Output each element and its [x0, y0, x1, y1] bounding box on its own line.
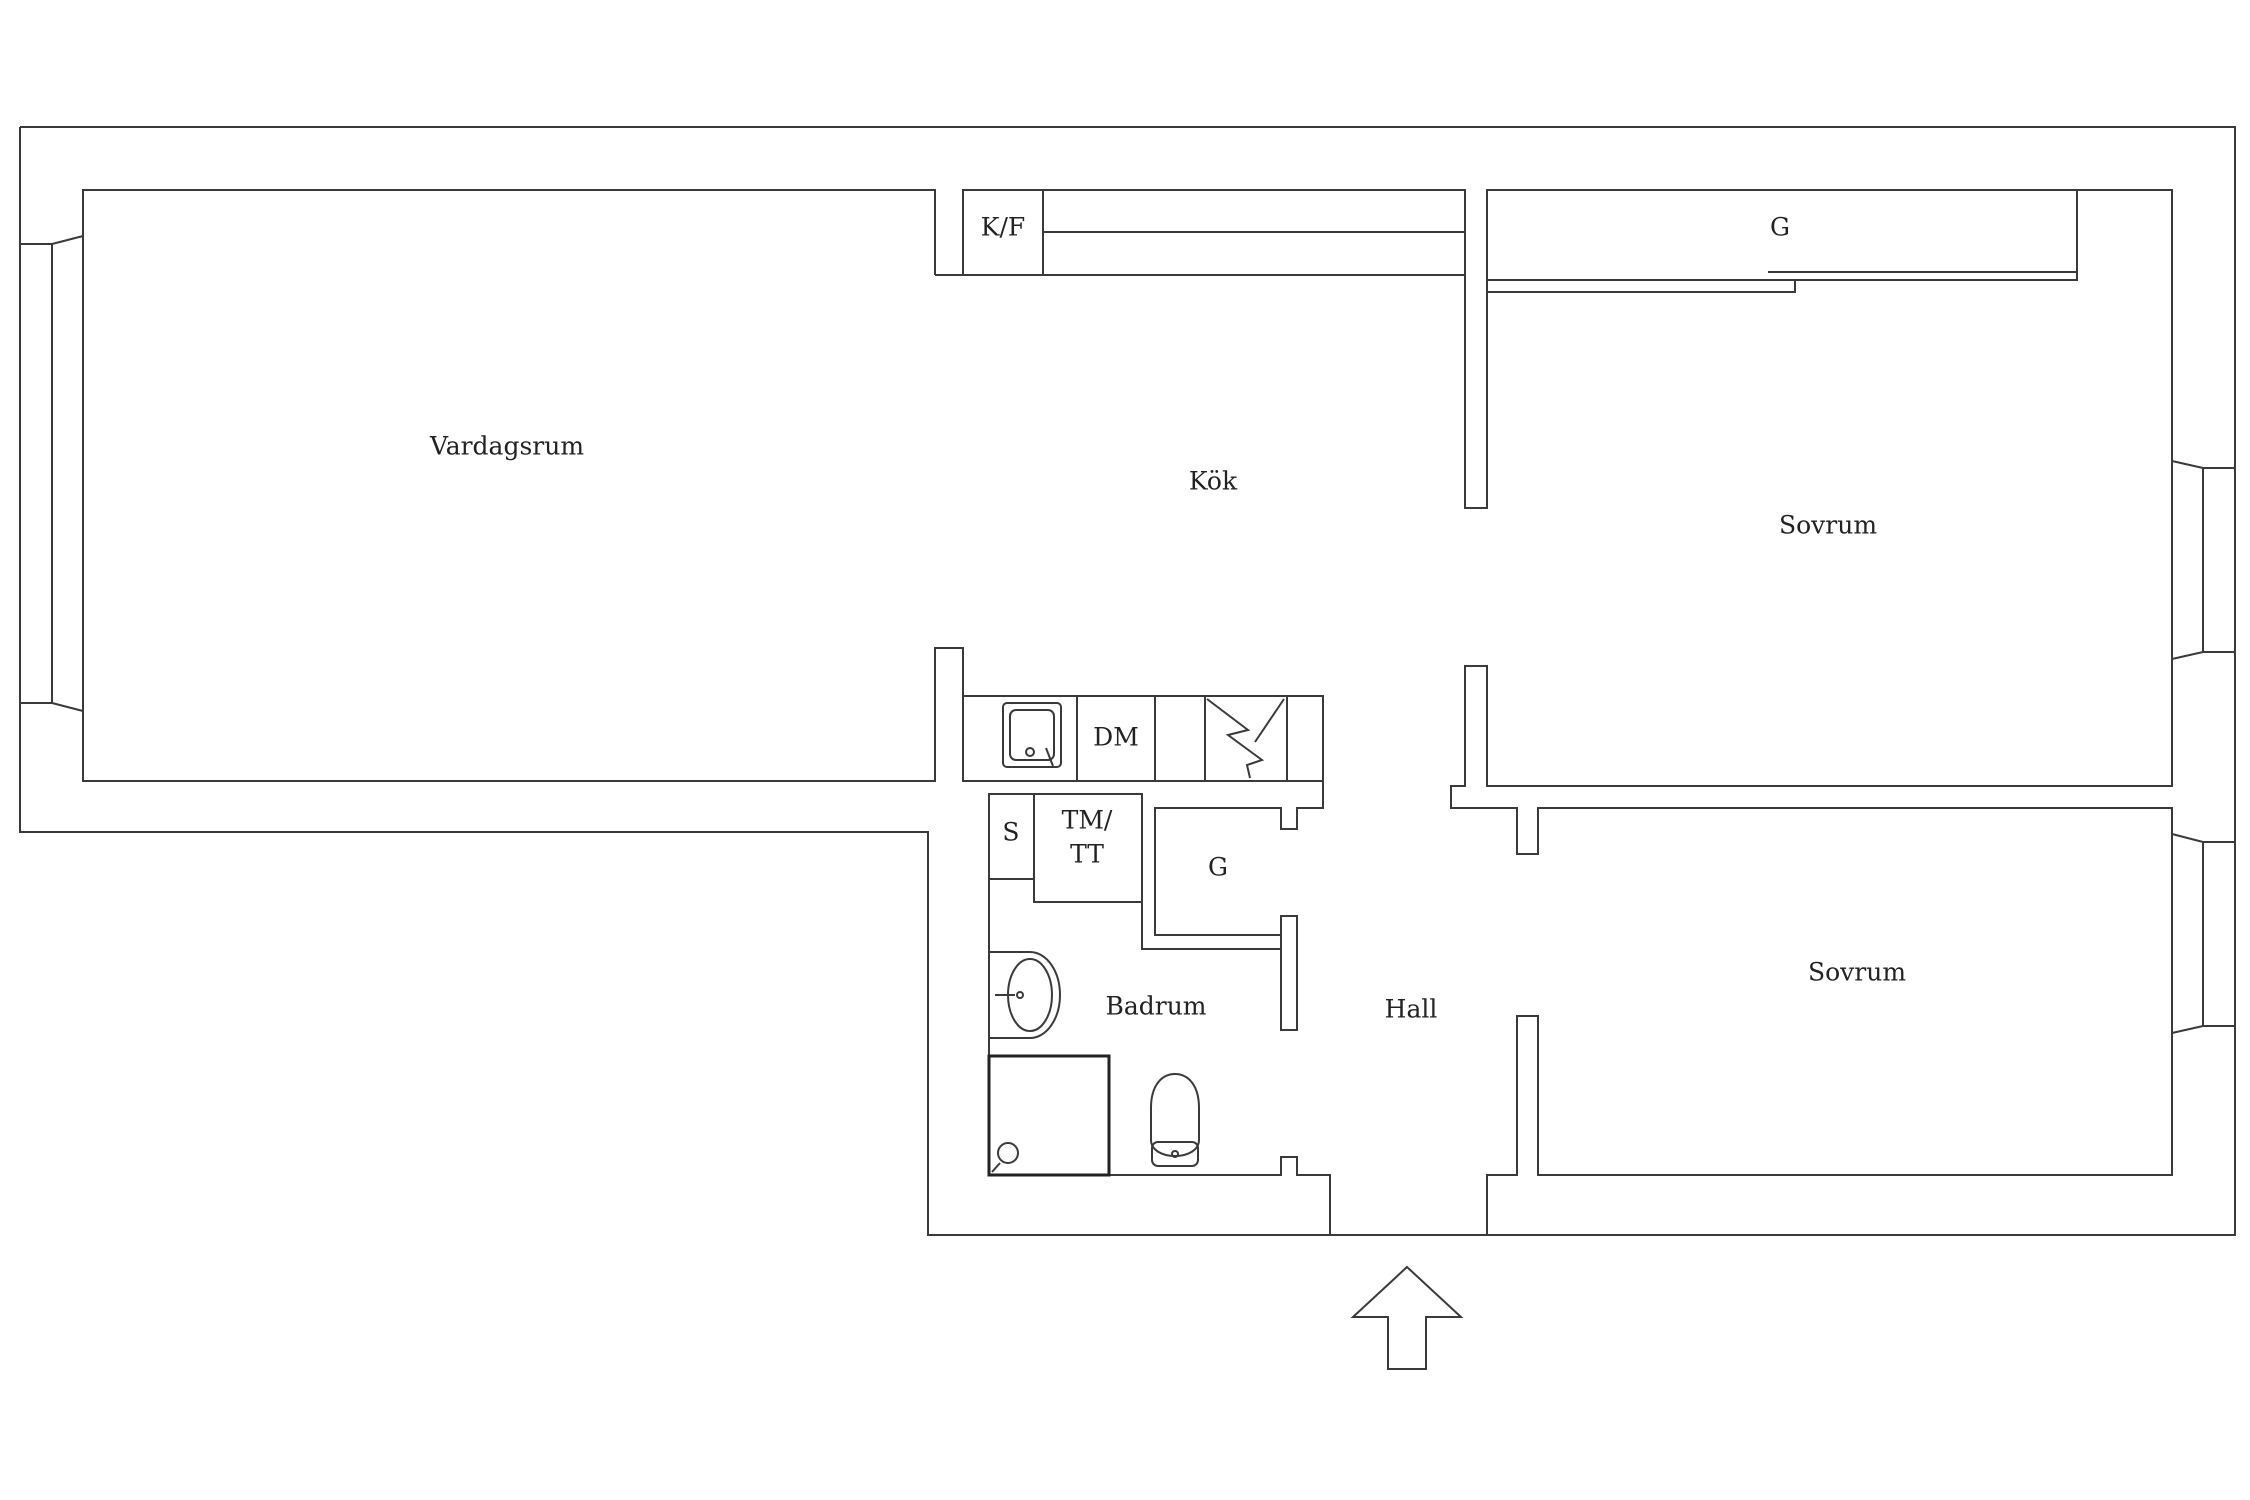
kitchen-lower-counter	[962, 695, 1324, 782]
toilet-icon	[1150, 1072, 1200, 1167]
living-kitchen-wall	[82, 189, 964, 782]
kitchen-bedroom-wall-top	[1464, 190, 1488, 509]
living-room-label: Vardagsrum	[429, 432, 584, 461]
bath-cabinets	[988, 793, 1143, 903]
shower-icon	[987, 1054, 1111, 1177]
bedroom-wardrobe	[1486, 189, 2078, 293]
stove-icon	[1204, 695, 1288, 782]
washer-dryer-label-2: TT	[1070, 840, 1104, 869]
hall-wardrobe-wall	[1154, 781, 1324, 1031]
bedroom-1-wall	[1450, 189, 2173, 1235]
window-left	[20, 235, 84, 712]
dishwasher-label: DM	[1093, 723, 1139, 752]
bathroom-label: Badrum	[1105, 992, 1206, 1021]
bathroom-wall	[988, 793, 1331, 1235]
bedroom-1-label: Sovrum	[1779, 511, 1877, 540]
window-right-1	[2171, 460, 2235, 660]
kitchen-sink-icon	[1002, 702, 1062, 768]
bedroom-wardrobe-label: G	[1770, 213, 1790, 242]
washer-dryer-label-1: TM/	[1062, 806, 1113, 835]
outer-wall	[19, 126, 2236, 1236]
hall-wardrobe-label: G	[1208, 853, 1228, 882]
window-right-2	[2171, 833, 2235, 1034]
bedroom-2-label: Sovrum	[1808, 958, 1906, 987]
cabinet-s-label: S	[1002, 818, 1019, 847]
kitchen-top-counter	[1042, 189, 1466, 233]
kitchen-label: Kök	[1189, 467, 1238, 496]
fridge-freezer-label: K/F	[981, 213, 1025, 242]
bathroom-sink-icon	[988, 951, 1061, 1039]
hall-label: Hall	[1385, 995, 1438, 1024]
entrance-arrow-icon	[1350, 1265, 1464, 1370]
